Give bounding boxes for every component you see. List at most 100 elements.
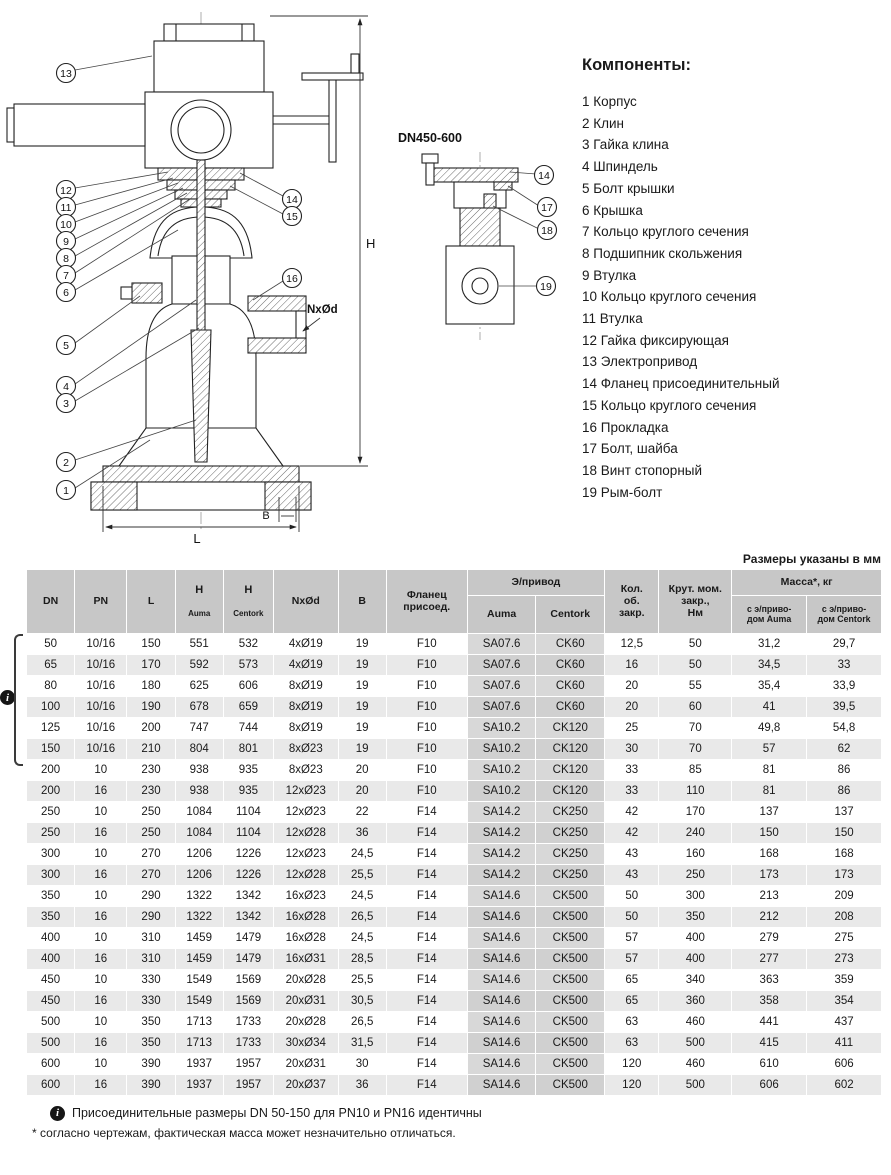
table-cell: 50 [605, 906, 659, 927]
table-cell: 10/16 [75, 717, 127, 738]
table-cell: CK120 [536, 738, 605, 759]
table-cell: 25,5 [338, 864, 386, 885]
table-cell: SA14.6 [467, 1011, 536, 1032]
col-header-drive-group: Э/привод [467, 570, 605, 595]
table-cell: 16 [75, 780, 127, 801]
table-cell: F14 [386, 990, 467, 1011]
table-cell: 359 [807, 969, 881, 990]
table-cell: 50 [659, 633, 732, 654]
table-cell: 935 [223, 780, 273, 801]
table-cell: F14 [386, 948, 467, 969]
table-cell: 4xØ19 [274, 654, 338, 675]
table-cell: 270 [127, 864, 175, 885]
table-cell: 29,7 [807, 633, 881, 654]
table-cell: 1479 [223, 948, 273, 969]
table-cell: 19 [338, 675, 386, 696]
table-cell: SA14.2 [467, 822, 536, 843]
table-cell: CK500 [536, 1011, 605, 1032]
table-cell: 65 [605, 990, 659, 1011]
small-callout-14: 14 [509, 164, 555, 186]
table-cell: SA14.2 [467, 843, 536, 864]
table-cell: 606 [223, 675, 273, 696]
table-cell: 41 [732, 696, 807, 717]
callout-9: 9 [55, 187, 184, 252]
table-cell: CK120 [536, 780, 605, 801]
component-item: 8 Подшипник скольжения [582, 245, 743, 261]
callout-16: 16 [252, 267, 303, 301]
table-cell: 1084 [175, 801, 223, 822]
table-cell: 12,5 [605, 633, 659, 654]
table-cell: 275 [807, 927, 881, 948]
table-cell: 804 [175, 738, 223, 759]
callout-5: 5 [55, 295, 141, 356]
callout-12: 12 [55, 171, 169, 201]
table-cell: SA14.6 [467, 1053, 536, 1074]
component-item: 15 Кольцо круглого сечения [582, 397, 757, 413]
table-cell: 411 [807, 1032, 881, 1053]
table-cell: 10 [75, 969, 127, 990]
table-cell: 250 [127, 801, 175, 822]
table-cell: 1342 [223, 906, 273, 927]
table-cell: 34,5 [732, 654, 807, 675]
col-header-torque: Крут. мом. закр., Нм [659, 570, 732, 633]
table-cell: 20xØ37 [274, 1074, 338, 1095]
table-cell: F10 [386, 780, 467, 801]
table-cell: SA14.6 [467, 885, 536, 906]
table-cell: 57 [605, 927, 659, 948]
table-cell: 600 [27, 1074, 75, 1095]
table-cell: 170 [127, 654, 175, 675]
table-cell: 10 [75, 843, 127, 864]
table-cell: CK60 [536, 696, 605, 717]
table-cell: 279 [732, 927, 807, 948]
table-cell: 400 [659, 927, 732, 948]
table-cell: 10/16 [75, 633, 127, 654]
table-cell: 25,5 [338, 969, 386, 990]
table-cell: 10/16 [75, 654, 127, 675]
table-cell: 200 [127, 717, 175, 738]
table-cell: 532 [223, 633, 273, 654]
table-cell: 350 [127, 1011, 175, 1032]
table-cell: 20xØ31 [274, 1053, 338, 1074]
component-item: 13 Электропривод [582, 354, 698, 370]
table-cell: 1226 [223, 843, 273, 864]
table-cell: SA14.6 [467, 969, 536, 990]
svg-text:13: 13 [60, 68, 72, 80]
table-cell: 150 [807, 822, 881, 843]
dimensions-table: DN PN L H Auma H Centork NxØd B Фланец п… [26, 569, 882, 1096]
callout-15: 15 [229, 185, 303, 227]
table-cell: 19 [338, 654, 386, 675]
table-cell: 170 [659, 801, 732, 822]
col-header-turns: Кол. об. закр. [605, 570, 659, 633]
table-cell: 213 [732, 885, 807, 906]
table-cell: 63 [605, 1011, 659, 1032]
h-sub-centork: Centork [233, 608, 264, 618]
table-cell: 42 [605, 801, 659, 822]
table-cell: 120 [605, 1074, 659, 1095]
table-cell: 354 [807, 990, 881, 1011]
table-cell: 125 [27, 717, 75, 738]
col-header-mass-auma: с э/приво- дом Auma [732, 595, 807, 633]
table-cell: 57 [732, 738, 807, 759]
table-cell: 120 [605, 1053, 659, 1074]
table-cell: 12xØ28 [274, 864, 338, 885]
table-cell: 39,5 [807, 696, 881, 717]
component-item: 6 Крышка [582, 202, 643, 218]
table-cell: 592 [175, 654, 223, 675]
table-cell: 400 [27, 927, 75, 948]
table-cell: F10 [386, 654, 467, 675]
svg-text:4: 4 [63, 381, 69, 393]
table-cell: 81 [732, 780, 807, 801]
table-cell: SA07.6 [467, 654, 536, 675]
table-cell: 16 [75, 990, 127, 1011]
table-cell: 20 [338, 759, 386, 780]
table-cell: 610 [732, 1053, 807, 1074]
table-cell: CK60 [536, 675, 605, 696]
table-cell: 28,5 [338, 948, 386, 969]
